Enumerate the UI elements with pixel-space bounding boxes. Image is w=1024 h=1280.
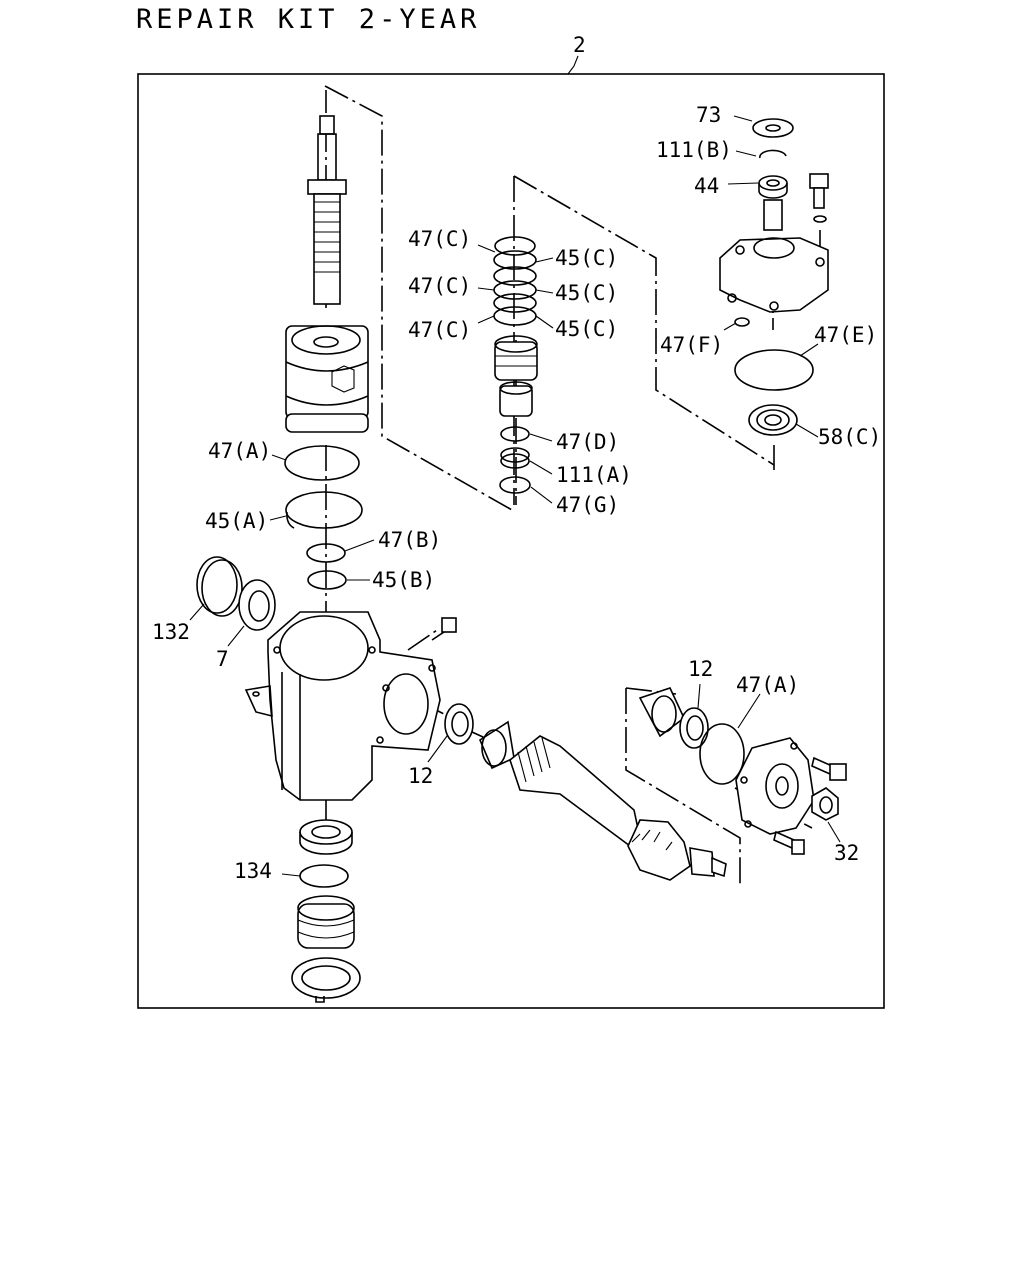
kit-frame bbox=[137, 73, 885, 1009]
oil-seal-7 bbox=[238, 579, 276, 631]
assembly-number: 2 bbox=[573, 33, 586, 57]
o-ring-47a-lower bbox=[699, 723, 745, 785]
worm-piston-body bbox=[285, 325, 369, 433]
cover-bolt-upper bbox=[811, 756, 847, 781]
callout-labels: 73 111(B) 44 47(C) 45(C) 47(C) 45(C) 47(… bbox=[152, 103, 881, 883]
o-ring-47g bbox=[499, 476, 531, 494]
callout-leaders bbox=[189, 115, 841, 877]
callout-132: 132 bbox=[152, 620, 190, 644]
oil-seal-12-right bbox=[679, 707, 709, 749]
callout-73: 73 bbox=[696, 103, 721, 127]
callout-111a: 111(A) bbox=[556, 463, 632, 487]
callout-45c-3: 45(C) bbox=[555, 317, 618, 341]
callout-47c-3: 47(C) bbox=[408, 318, 471, 342]
bleed-screw bbox=[431, 617, 457, 641]
callout-45a: 45(A) bbox=[205, 509, 268, 533]
callout-47f: 47(F) bbox=[660, 333, 723, 357]
callout-45b: 45(B) bbox=[372, 568, 435, 592]
seal-ring-47b bbox=[306, 543, 346, 563]
oil-seal-12-left bbox=[444, 703, 474, 745]
callout-32: 32 bbox=[834, 841, 859, 865]
callout-47a-upper: 47(A) bbox=[208, 439, 271, 463]
callout-47g: 47(G) bbox=[556, 493, 619, 517]
housing-bolt bbox=[809, 173, 829, 223]
o-ring-47f bbox=[734, 317, 750, 327]
side-cover bbox=[735, 737, 815, 835]
needle-bearing-right bbox=[638, 687, 685, 738]
washer-73 bbox=[752, 118, 794, 138]
callout-111b: 111(B) bbox=[656, 138, 732, 162]
seal-ring-45b bbox=[307, 570, 347, 590]
o-ring-47d bbox=[500, 426, 530, 442]
assembly-leader bbox=[567, 55, 579, 75]
snap-ring-111a bbox=[500, 447, 530, 469]
callout-45c-2: 45(C) bbox=[555, 281, 618, 305]
group-outline-input-shaft bbox=[324, 85, 513, 511]
lock-ring bbox=[291, 957, 361, 1003]
bearing-44 bbox=[758, 175, 788, 199]
callout-45c-1: 45(C) bbox=[555, 246, 618, 270]
sector-shaft bbox=[509, 735, 727, 881]
bearing-58c bbox=[748, 404, 798, 436]
valve-ring-stack bbox=[493, 236, 537, 326]
o-ring-47e bbox=[734, 349, 814, 391]
callout-47c-1: 47(C) bbox=[408, 227, 471, 251]
callout-7: 7 bbox=[216, 647, 229, 671]
o-ring-47a-upper bbox=[284, 445, 360, 481]
input-shaft bbox=[307, 115, 347, 305]
bearing-ring-bottom bbox=[299, 819, 353, 855]
callout-47e: 47(E) bbox=[814, 323, 877, 347]
callout-47c-2: 47(C) bbox=[408, 274, 471, 298]
seal-ring-45a bbox=[285, 491, 363, 529]
cover-bolt-lower bbox=[773, 830, 805, 855]
needle-bearing-left bbox=[478, 720, 515, 770]
callout-44: 44 bbox=[694, 174, 719, 198]
valve-housing bbox=[719, 199, 829, 313]
callout-134: 134 bbox=[234, 859, 272, 883]
callout-12-left: 12 bbox=[408, 764, 433, 788]
callout-47b: 47(B) bbox=[378, 528, 441, 552]
callout-47a-lower: 47(A) bbox=[736, 673, 799, 697]
o-ring-134 bbox=[299, 864, 349, 888]
snap-ring-111b bbox=[759, 149, 787, 159]
valve-spool bbox=[494, 335, 538, 417]
callout-58c: 58(C) bbox=[818, 425, 881, 449]
gear-housing bbox=[244, 611, 441, 801]
group-outline-valve-spool bbox=[513, 175, 775, 505]
callout-12-right: 12 bbox=[688, 657, 713, 681]
seal-132 bbox=[196, 556, 243, 617]
end-plug bbox=[297, 895, 355, 949]
diagram-title: REPAIR KIT 2-YEAR bbox=[136, 4, 481, 35]
lock-nut-32 bbox=[811, 787, 839, 821]
callout-47d: 47(D) bbox=[556, 430, 619, 454]
